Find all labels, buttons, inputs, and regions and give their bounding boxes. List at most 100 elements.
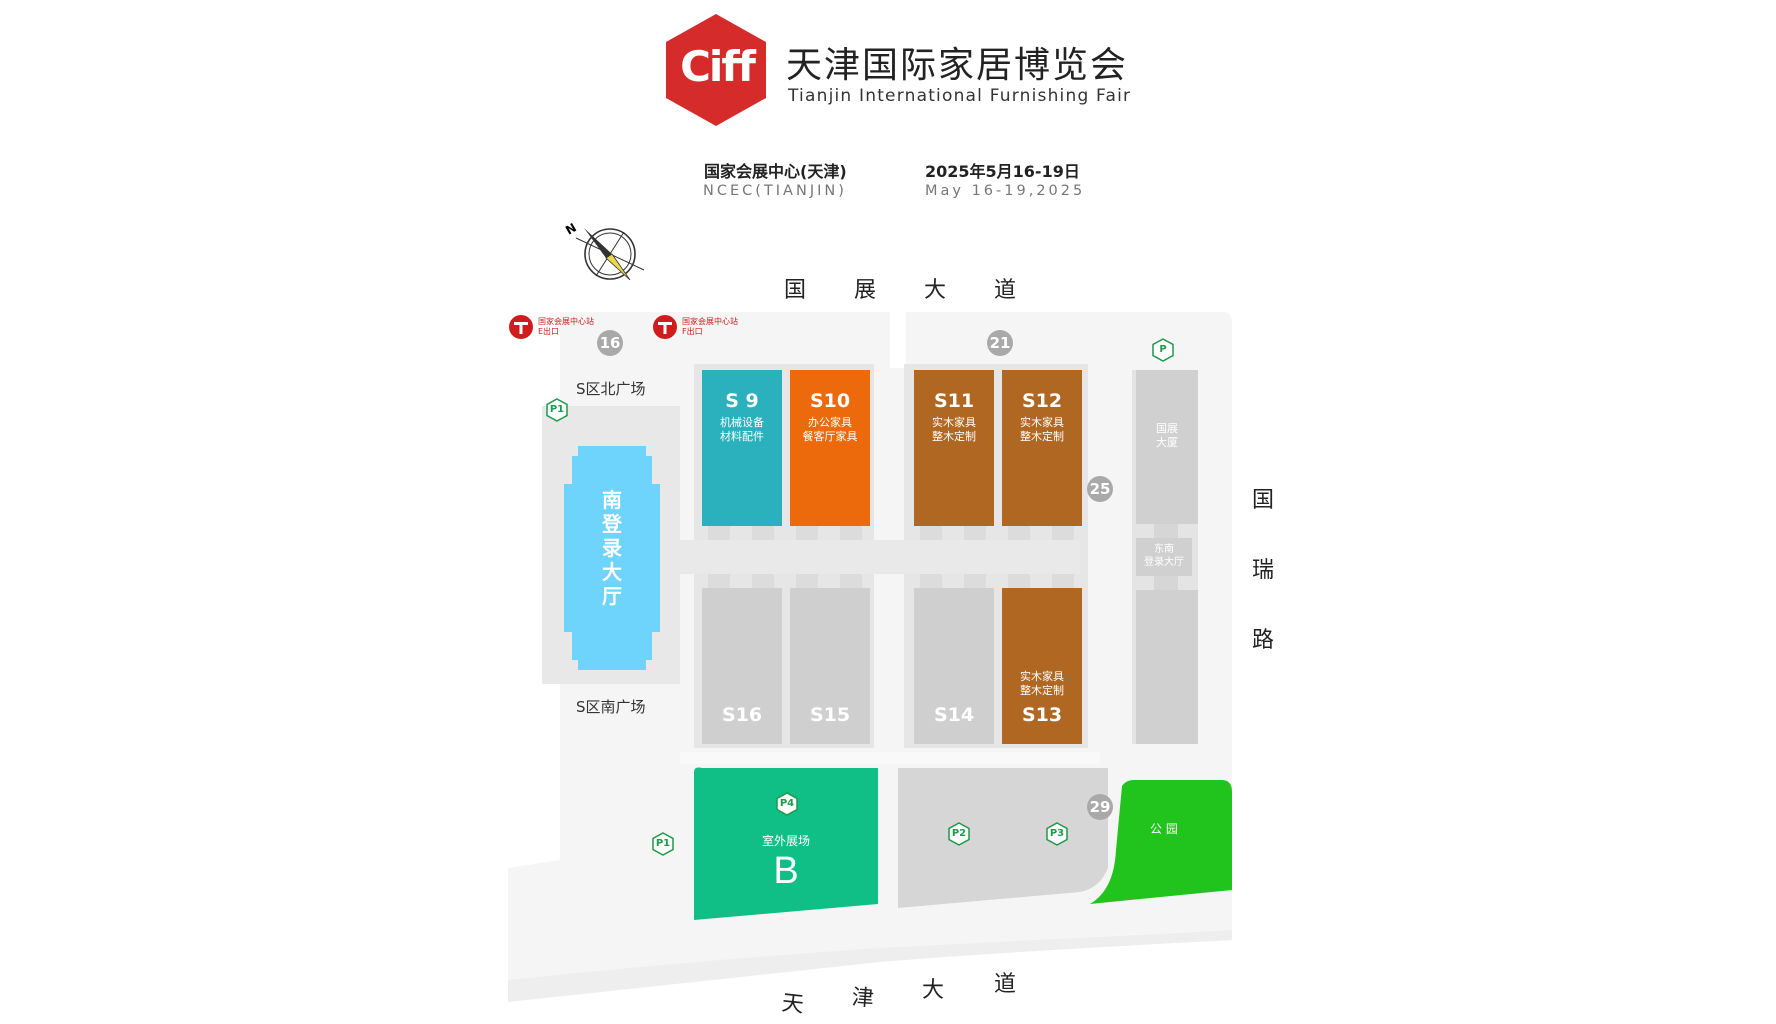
metro-station-f[interactable]: 国家会展中心站 F出口 xyxy=(652,314,738,344)
venue-cn: 国家会展中心(天津) xyxy=(704,162,847,181)
hall-code: S16 xyxy=(721,704,763,726)
metro-exit-label: F出口 xyxy=(682,327,703,336)
hall-entrance xyxy=(752,574,774,588)
outdoor-exhibition-b[interactable] xyxy=(694,762,882,920)
connector xyxy=(1154,576,1178,590)
road-north-char-4: 道 xyxy=(994,278,1017,303)
south-lobby-char: 南 xyxy=(602,488,622,512)
parking-p1-south-icon[interactable]: P1 xyxy=(652,832,674,856)
hall-entrance xyxy=(964,574,986,588)
hall-code: S11 xyxy=(933,390,975,412)
hall-entrance xyxy=(708,526,730,540)
parking-label: P1 xyxy=(549,404,565,415)
hall-desc-1: 实木家具 xyxy=(932,416,976,429)
hall-desc-2: 整木定制 xyxy=(932,430,976,443)
hall-entrance xyxy=(964,526,986,540)
outdoor-code: B xyxy=(773,850,799,892)
metro-station-name: 国家会展中心站 xyxy=(538,317,594,326)
hall-entrance xyxy=(1052,526,1074,540)
fair-title-cn: 天津国际家居博览会 xyxy=(786,45,1129,86)
hall-entrance xyxy=(1008,526,1030,540)
se-lobby-label-1: 东南 xyxy=(1154,544,1174,555)
hall-entrance xyxy=(796,526,818,540)
hall-code: S14 xyxy=(933,704,975,726)
hall-desc-1: 办公家具 xyxy=(808,416,852,429)
parking-p-icon[interactable]: P xyxy=(1152,338,1174,362)
north-plaza-label: S区北广场 xyxy=(576,380,646,398)
road-north-char-1: 国 xyxy=(784,278,807,303)
hall-desc-1: 机械设备 xyxy=(720,416,764,429)
metro-icon xyxy=(509,315,533,339)
park-label: 公 园 xyxy=(1150,822,1178,836)
date-en: May 16-19,2025 xyxy=(925,183,1086,199)
hall-s14[interactable]: S14 xyxy=(914,588,994,744)
hall-s12[interactable]: S12 实木家具 整木定制 xyxy=(1002,370,1082,526)
hall-entrance xyxy=(1052,574,1074,588)
hall-s10[interactable]: S10 办公家具 餐客厅家具 xyxy=(790,370,870,526)
hall-s9[interactable]: S 9 机械设备 材料配件 xyxy=(702,370,782,526)
hall-desc-1: 实木家具 xyxy=(1020,416,1064,429)
metro-icon xyxy=(653,315,677,339)
outdoor-label: 室外展场 xyxy=(761,834,810,848)
southeast-registration-lobby[interactable]: 东南 登录大厅 xyxy=(1136,538,1192,576)
hall-entrance xyxy=(920,574,942,588)
east-building xyxy=(1136,590,1198,744)
gate-21-badge[interactable]: 21 xyxy=(987,330,1013,356)
fair-title-en: Tianjin International Furnishing Fair xyxy=(788,86,1132,106)
hall-desc-2: 餐客厅家具 xyxy=(802,430,858,443)
parking-label: P4 xyxy=(779,798,795,809)
south-lobby-char: 大 xyxy=(602,560,622,584)
ciff-logo-text: Ciff xyxy=(680,42,756,91)
venue-en: NCEC(TIANJIN) xyxy=(703,183,847,199)
hall-code: S10 xyxy=(809,390,851,412)
south-lobby-char: 登 xyxy=(602,512,622,536)
south-lobby-char: 厅 xyxy=(602,584,622,608)
hall-entrance xyxy=(796,574,818,588)
parking-label: P2 xyxy=(951,828,967,839)
parking-label: P xyxy=(1159,344,1167,355)
date-cn: 2025年5月16-19日 xyxy=(925,162,1080,181)
hall-entrance xyxy=(1008,574,1030,588)
parking-p2-icon[interactable]: P2 xyxy=(948,822,970,846)
tower-label-2: 大厦 xyxy=(1156,436,1178,449)
gate-29-badge[interactable]: 29 xyxy=(1087,794,1113,820)
parking-p3-icon[interactable]: P3 xyxy=(1046,822,1068,846)
south-lobby-label: 南 登 录 大 厅 xyxy=(596,488,628,608)
road-north-char-3: 大 xyxy=(924,278,947,303)
se-lobby-label-2: 登录大厅 xyxy=(1144,557,1184,568)
parking-p1-north-icon[interactable]: P1 xyxy=(546,398,568,422)
hall-s11[interactable]: S11 实木家具 整木定制 xyxy=(914,370,994,526)
compass-icon xyxy=(575,228,645,281)
hall-desc-2: 材料配件 xyxy=(720,430,764,443)
park-area[interactable] xyxy=(1090,780,1232,904)
road-east-char-2: 瑞 xyxy=(1252,558,1275,583)
gate-25-badge[interactable]: 25 xyxy=(1087,476,1113,502)
ciff-logo xyxy=(666,14,766,126)
hall-desc-2: 整木定制 xyxy=(1020,684,1064,697)
ncec-tower[interactable]: 国展 大厦 xyxy=(1136,370,1198,524)
tower-label-1: 国展 xyxy=(1156,422,1178,435)
hall-entrance xyxy=(840,526,862,540)
hall-code: S12 xyxy=(1021,390,1063,412)
parking-p4-icon[interactable]: P4 xyxy=(776,792,798,816)
hall-s16[interactable]: S16 xyxy=(702,588,782,744)
south-lobby-char: 录 xyxy=(602,536,622,560)
road-east-char-1: 国 xyxy=(1252,488,1275,513)
parking-label: P1 xyxy=(655,838,671,849)
hall-code: S15 xyxy=(809,704,851,726)
hall-desc-2: 整木定制 xyxy=(1020,430,1064,443)
hall-code: S 9 xyxy=(725,390,759,412)
hall-entrance xyxy=(708,574,730,588)
parking-label: P3 xyxy=(1049,828,1065,839)
hall-s13[interactable]: 实木家具 整木定制 S13 xyxy=(1002,588,1082,744)
gate-16-badge[interactable]: 16 xyxy=(597,330,623,356)
hall-code: S13 xyxy=(1021,704,1063,726)
road-east-char-3: 路 xyxy=(1252,628,1275,653)
hall-s15[interactable]: S15 xyxy=(790,588,870,744)
metro-station-e[interactable]: 国家会展中心站 E出口 xyxy=(508,314,594,344)
connector xyxy=(1154,524,1178,538)
south-registration-lobby[interactable] xyxy=(564,446,660,670)
road-north-char-2: 展 xyxy=(854,278,877,303)
road-south-char-4: 道 xyxy=(994,972,1017,997)
